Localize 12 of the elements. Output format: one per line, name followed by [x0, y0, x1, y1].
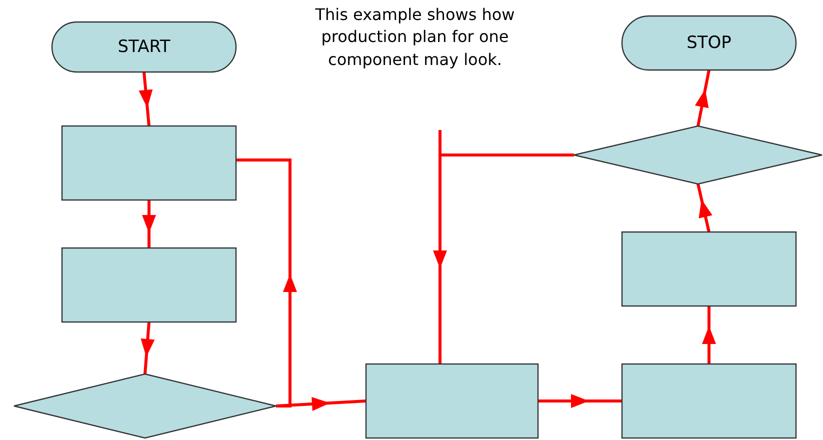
arrow — [236, 158, 297, 408]
arrow — [702, 306, 716, 364]
arrow — [696, 184, 712, 232]
arrow — [138, 72, 153, 126]
node-label: START — [118, 37, 170, 57]
note-text: This example shows how production plan for one component may look. — [314, 4, 516, 71]
node-label: STOP — [686, 33, 732, 53]
arrow — [142, 200, 156, 248]
arrow — [694, 70, 710, 126]
arrow — [140, 322, 155, 374]
arrow — [538, 394, 622, 408]
arrow — [433, 154, 574, 364]
